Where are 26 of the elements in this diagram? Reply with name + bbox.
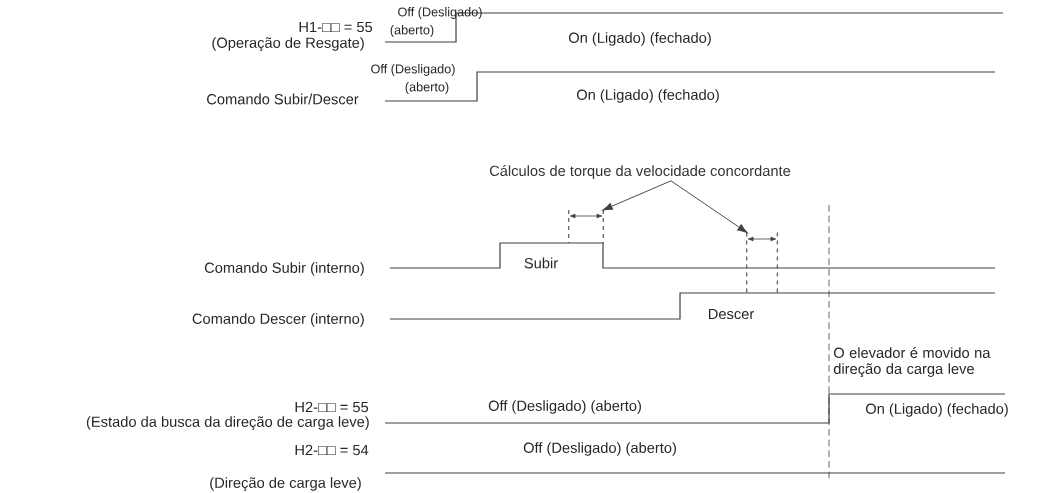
state-label: Off (Desligado): [398, 7, 482, 19]
state-label: On (Ligado) (fechado): [576, 89, 719, 103]
leader-line: [602, 180, 672, 211]
state-label: Off (Desligado): [371, 64, 455, 76]
signal-label: (Operação de Resgate): [212, 37, 364, 51]
state-label: (aberto): [405, 82, 449, 94]
state-label: On (Ligado) (fechado): [865, 403, 1008, 417]
state-label: (aberto): [390, 25, 434, 37]
signal-label: Comando Subir/Descer: [207, 93, 359, 105]
signal-label: H2-□□ = 55: [295, 401, 369, 413]
state-label: Off (Desligado) (aberto): [523, 442, 676, 456]
note-text: O elevador é movido na direção da carga leve: [833, 347, 991, 377]
state-label: Descer: [709, 308, 754, 320]
signal-label: H1-□□ = 55: [299, 21, 373, 33]
callout-text: Cálculos de torque da velocidade concordante: [489, 165, 791, 179]
leader-line: [670, 180, 748, 234]
state-label: On (Ligado) (fechado): [568, 32, 711, 46]
interval-marker: [568, 209, 604, 244]
interval-marker: [746, 231, 778, 295]
state-label: Off (Desligado) (aberto): [488, 400, 641, 414]
signal-label: (Estado da busca da direção de carga leve): [86, 416, 369, 430]
signal-label: (Direção de carga leve): [210, 477, 361, 491]
signal-label: Comando Descer (interno): [192, 313, 364, 327]
signal-label: H2-□□ = 54: [295, 444, 369, 456]
state-label: Subir: [524, 257, 558, 269]
signal-label: Comando Subir (interno): [204, 262, 364, 276]
